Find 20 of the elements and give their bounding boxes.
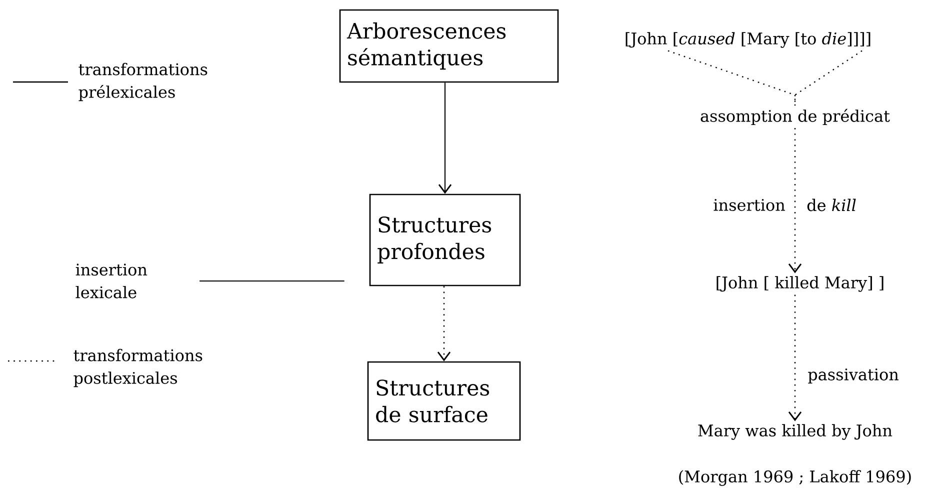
sentence-text: assomption de prédicat: [700, 108, 890, 126]
structure-box: Structures de surface: [367, 361, 521, 441]
dotted-arrow: [437, 286, 451, 362]
structure-box: Structures profondes: [369, 194, 521, 286]
sentence-text: [John [ killed Mary] ]: [716, 276, 884, 292]
edge-label: passivation: [808, 368, 899, 384]
sentence-text: [John [caused [Mary [to die]]]]: [626, 32, 870, 48]
citation-text: (Morgan 1969 ; Lakoff 1969): [679, 470, 911, 486]
sentence-text: Mary was killed by John: [698, 424, 892, 440]
step-label: de kill: [807, 198, 856, 212]
dotted-arrow: [788, 294, 802, 422]
arrow: [438, 82, 452, 194]
dotted-line: [794, 50, 862, 106]
legend-label: transformations prélexicales: [78, 62, 208, 102]
structure-box: Arborescences sémantiques: [339, 9, 559, 83]
step-label: insertion: [714, 199, 785, 211]
dotted-arrow: [788, 128, 802, 274]
legend-label: transformations postlexicales: [74, 348, 202, 388]
connector-line: [200, 280, 344, 282]
side-label: insertion lexicale: [76, 264, 148, 298]
